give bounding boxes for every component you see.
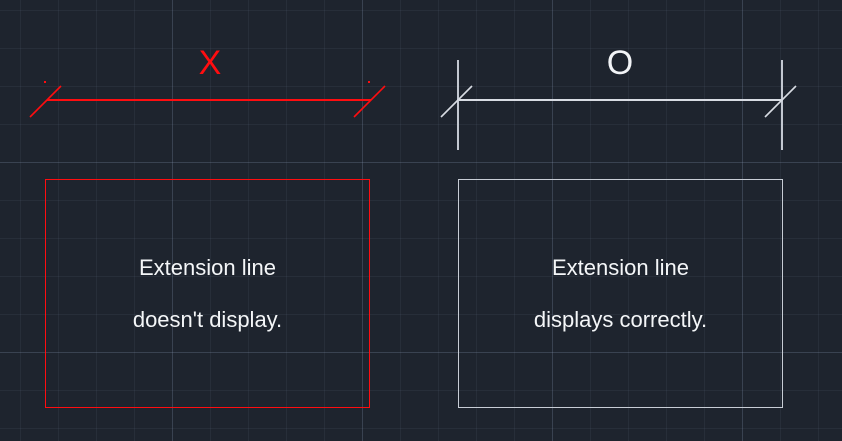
marker-correct-o: O	[606, 44, 634, 82]
grip-point-left-incorrect[interactable]	[44, 81, 46, 83]
oblique-tick-left-incorrect	[29, 85, 62, 118]
oblique-tick-left-correct	[440, 85, 473, 118]
note-line-incorrect-1: Extension line	[139, 254, 276, 280]
dimension-correct[interactable]	[440, 60, 797, 150]
note-box-correct[interactable]: Extension line displays correctly.	[458, 179, 783, 408]
oblique-tick-right-incorrect	[353, 85, 386, 118]
oblique-tick-right-correct	[764, 85, 797, 118]
note-line-correct-2: displays correctly.	[533, 306, 708, 332]
note-line-incorrect-2: doesn't display.	[132, 306, 283, 332]
marker-incorrect-x: X	[198, 44, 222, 82]
dimension-incorrect[interactable]	[29, 81, 386, 118]
grip-point-right-incorrect[interactable]	[368, 81, 370, 83]
note-box-incorrect[interactable]: Extension line doesn't display.	[45, 179, 370, 408]
note-line-correct-1: Extension line	[552, 254, 689, 280]
